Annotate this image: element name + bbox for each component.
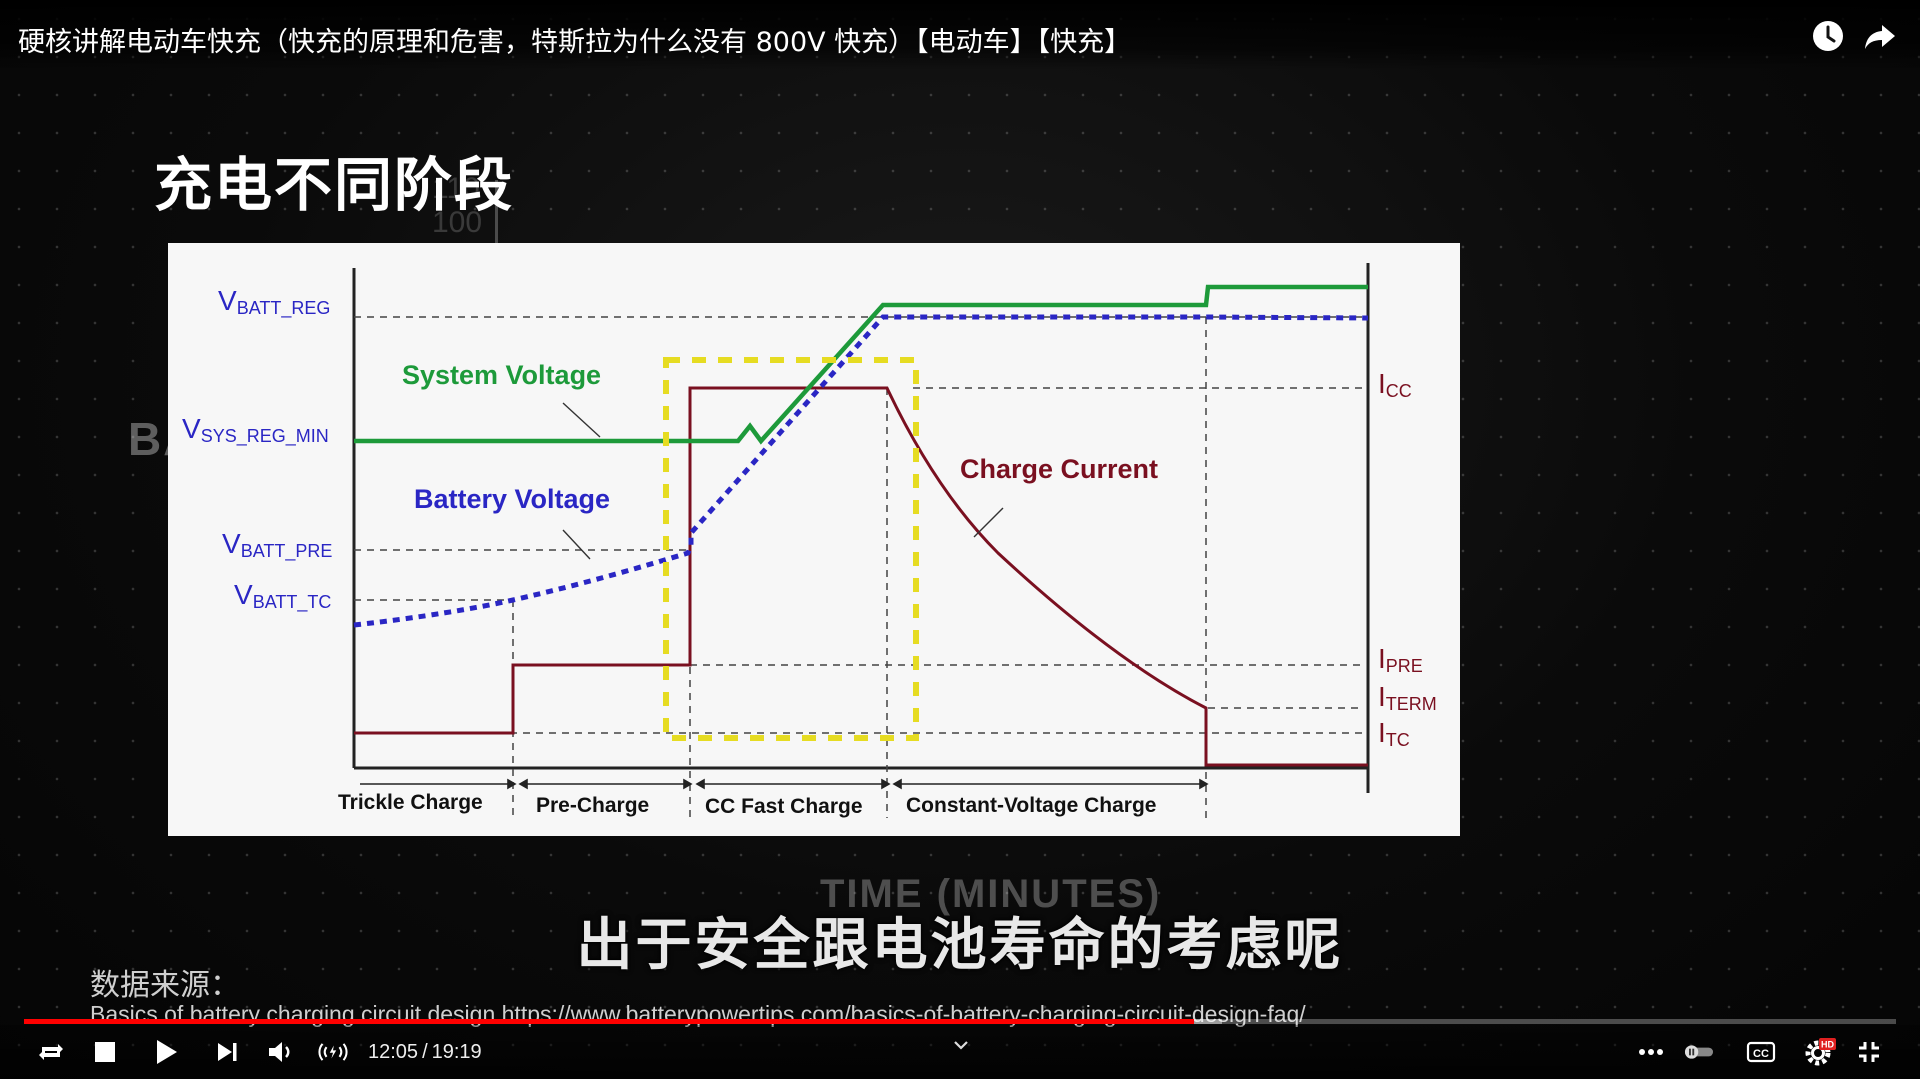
background-ghost-tick: 100 [432,206,483,239]
label-vbatt-tc: VBATT_TC [234,579,331,613]
next-button[interactable] [210,1035,244,1069]
phase-arrowhead [695,778,705,790]
play-icon [157,1040,177,1064]
phase-label-trickle: Trickle Charge [338,791,483,814]
phase-label-pre: Pre-Charge [536,794,649,817]
background-ghost-ticks: 110 100 [432,172,482,240]
time-display: 12:05/19:19 [368,1041,482,1064]
loop-button[interactable] [34,1035,68,1069]
watch-later-button[interactable] [1810,18,1846,54]
guide-lines [354,316,1363,818]
stop-button[interactable] [88,1035,122,1069]
slide-heading: 充电不同阶段 [154,151,515,219]
chevron-down-button[interactable] [950,1037,972,1055]
video-title[interactable]: 硬核讲解电动车快充（快充的原理和危害，特斯拉为什么没有 800V 快充）【电动车… [18,27,1132,58]
label-pointers [562,402,1004,560]
autoplay-toggle[interactable] [1682,1035,1728,1069]
volume-icon [269,1042,290,1062]
captions-button[interactable]: CC [1744,1035,1778,1069]
hd-badge: HD [1821,1040,1834,1050]
time-separator: / [422,1041,428,1063]
exit-fullscreen-icon [1859,1042,1879,1062]
background-ghost-tick: 110 [432,172,480,205]
stop-icon [95,1042,115,1062]
duration: 19:19 [431,1041,482,1063]
label-ipre: IPRE [1378,643,1423,676]
player-controls: 12:05/19:19 CC HD [0,1025,1920,1079]
progress-bar[interactable] [24,1019,1896,1024]
current-level-labels: ICC IPRE ITERM ITC [1378,368,1437,750]
gear-icon: HD [1805,1038,1836,1066]
label-icc: ICC [1378,368,1412,401]
exit-fullscreen-button[interactable] [1852,1035,1886,1069]
background-ghost-time: TIME (MINUTES) [820,872,1162,916]
autoplay-toggle-icon [1684,1045,1714,1059]
share-button[interactable] [1862,18,1898,54]
share-arrow-icon [1865,25,1895,49]
phase-label-cc: CC Fast Charge [705,795,863,818]
top-bar: 硬核讲解电动车快充（快充的原理和危害，特斯拉为什么没有 800V 快充）【电动车… [0,0,1920,70]
chevron-down-icon [954,1041,968,1050]
series-label-charge-current: Charge Current [960,454,1158,484]
pointer-battery-voltage [562,529,591,560]
phase-arrowhead [881,778,891,790]
phase-arrowhead [1199,778,1209,790]
phase-arrows [360,778,1209,790]
current-time: 12:05 [368,1041,419,1063]
pointer-charge-current [973,507,1004,538]
source-label: 数据来源： [90,968,240,1003]
label-vbatt-reg: VBATT_REG [218,285,330,319]
clock-icon [1813,21,1843,51]
series-label-system-voltage: System Voltage [402,360,601,390]
more-dots-icon [1639,1049,1663,1055]
play-button[interactable] [148,1035,182,1069]
charging-stages-chart: Trickle Charge Pre-Charge CC Fast Charge… [168,243,1460,836]
volume-button[interactable] [264,1035,298,1069]
phase-label-cv: Constant-Voltage Charge [906,794,1156,817]
background-ghost-axis [495,180,498,250]
live-broadcast-button[interactable] [316,1035,358,1069]
phase-labels: Trickle Charge Pre-Charge CC Fast Charge… [338,791,1156,818]
phase-arrowhead [683,778,693,790]
label-vsys-reg-min: VSYS_REG_MIN [182,413,329,447]
chart-svg: Trickle Charge Pre-Charge CC Fast Charge… [182,263,1437,818]
label-itc: ITC [1378,717,1410,750]
highlight-cc-box [663,357,919,741]
more-options-button[interactable] [1634,1035,1668,1069]
broadcast-icon [318,1043,348,1061]
cc-label: CC [1753,1048,1769,1060]
skip-next-icon [218,1043,237,1061]
label-iterm: ITERM [1378,681,1437,714]
settings-button[interactable]: HD [1802,1035,1836,1069]
voltage-level-labels: VBATT_REG VSYS_REG_MIN VBATT_PRE VBATT_T… [182,285,332,613]
pointer-system-voltage [562,402,601,438]
loop-icon [39,1044,63,1060]
label-vbatt-pre: VBATT_PRE [222,528,332,562]
phase-arrowhead [518,778,528,790]
captions-icon: CC [1746,1041,1776,1063]
series-system-voltage-line [354,284,1368,445]
progress-played [24,1019,1194,1024]
series-charge-current-line [354,386,1368,767]
phase-arrowhead [507,778,517,790]
series-battery-voltage-line [353,314,1369,628]
phase-arrowhead [892,778,902,790]
series-labels: System Voltage Battery Voltage Charge Cu… [402,360,1158,514]
subtitle-caption: 出于安全跟电池寿命的考虑呢 [576,913,1344,978]
series-label-battery-voltage: Battery Voltage [414,484,610,514]
